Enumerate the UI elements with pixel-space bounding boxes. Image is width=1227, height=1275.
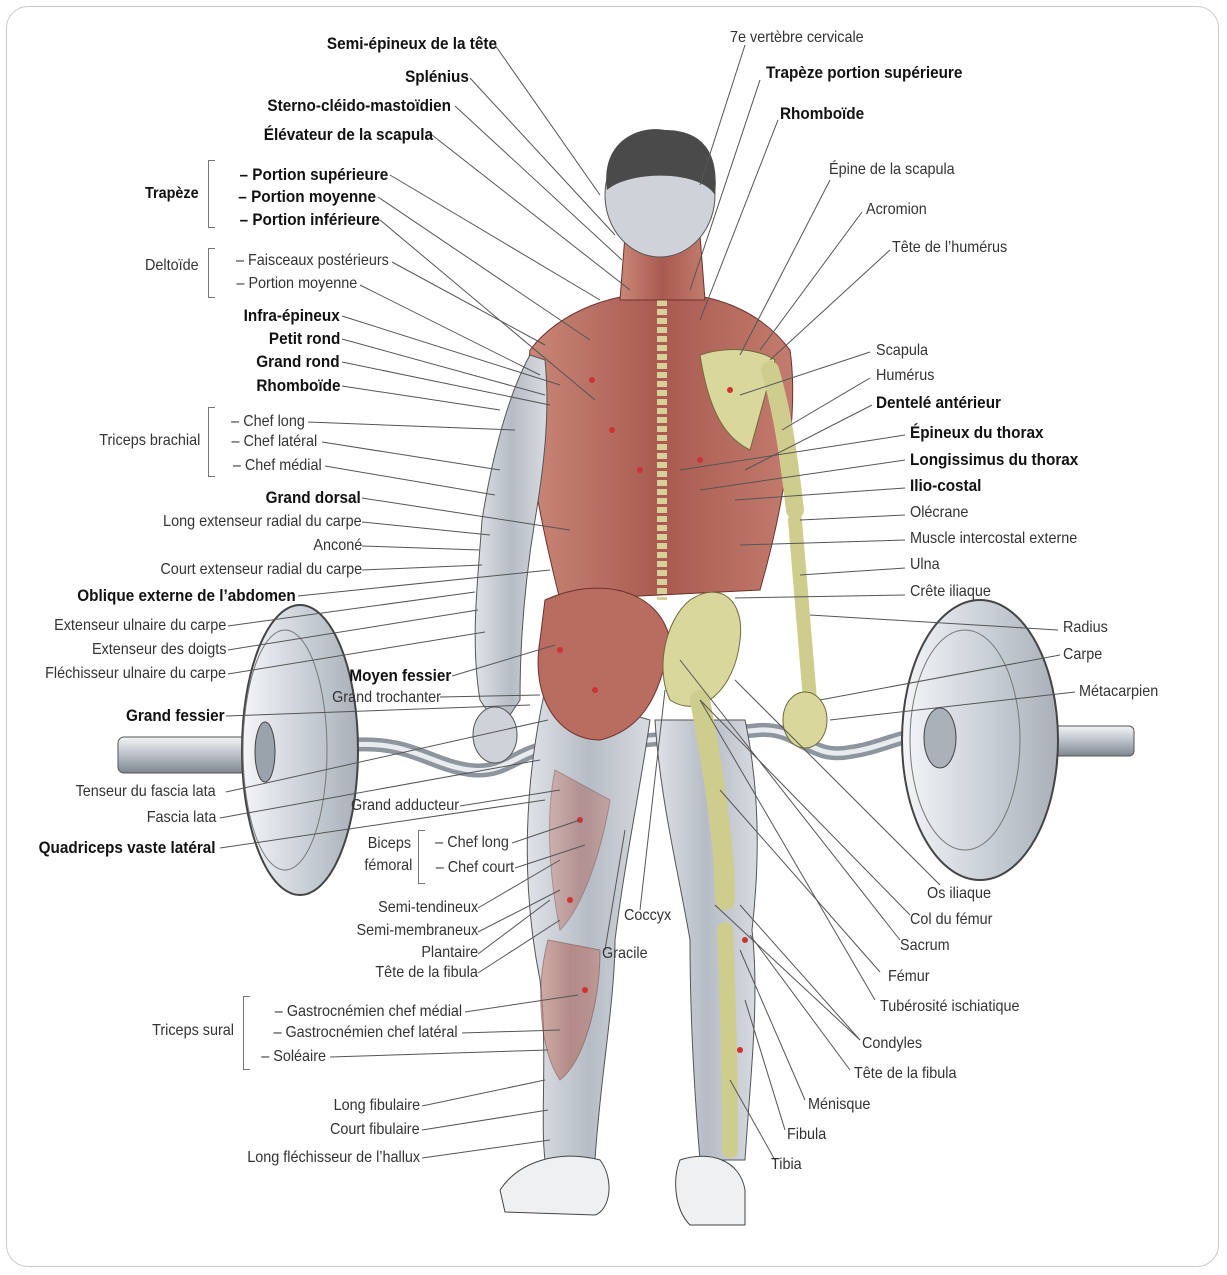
label-condyles: Condyles xyxy=(862,1034,922,1054)
label-ulna: Ulna xyxy=(910,555,940,575)
label-tibia: Tibia xyxy=(771,1155,802,1175)
label-gast-lat: – Gastrocnémien chef latéral xyxy=(274,1023,458,1043)
label-metacarpien: Métacarpien xyxy=(1079,682,1158,702)
label-gast-med: – Gastrocnémien chef médial xyxy=(275,1002,462,1022)
label-ilio: Ilio-costal xyxy=(910,476,981,496)
label-oblique: Oblique externe de l’abdomen xyxy=(77,586,296,606)
label-semi-tend: Semi-tendineux xyxy=(378,898,478,918)
right-shoe xyxy=(676,1156,745,1225)
label-os-iliaque: Os iliaque xyxy=(927,884,991,904)
group-triceps-brachial: Triceps brachial xyxy=(99,431,200,451)
forearm-bones xyxy=(795,520,810,700)
label-tri-long: – Chef long xyxy=(231,412,305,432)
label-carpe: Carpe xyxy=(1063,645,1102,665)
label-bic-court: – Chef court xyxy=(436,858,514,878)
bracket-triceps-sural xyxy=(243,996,250,1070)
label-bic-long: – Chef long xyxy=(435,833,509,853)
label-tuberosite: Tubérosité ischiatique xyxy=(880,997,1020,1017)
label-trap-inf: – Portion inférieure xyxy=(240,210,380,230)
label-ext-uln: Extenseur ulnaire du carpe xyxy=(54,616,226,636)
label-petit-rond: Petit rond xyxy=(269,329,340,349)
label-trap-port-sup: Trapèze portion supérieure xyxy=(766,63,962,83)
label-grand-fessier: Grand fessier xyxy=(126,706,225,726)
left-arm xyxy=(475,355,547,730)
label-intercostal: Muscle intercostal externe xyxy=(910,529,1077,549)
group-deltoide: Deltoïde xyxy=(145,256,199,276)
label-grand-dorsal: Grand dorsal xyxy=(266,488,361,508)
label-splenius: Splénius xyxy=(405,67,469,87)
group-biceps-femoral-1: Biceps xyxy=(368,834,411,854)
label-menisque: Ménisque xyxy=(808,1095,870,1115)
label-fibula: Fibula xyxy=(787,1125,826,1145)
label-coccyx: Coccyx xyxy=(624,906,671,926)
group-triceps-sural: Triceps sural xyxy=(152,1021,234,1041)
gluteus xyxy=(538,588,670,740)
label-court-fib: Court fibulaire xyxy=(330,1120,420,1140)
label-trap-sup: – Portion supérieure xyxy=(239,165,388,185)
label-grand-rond: Grand rond xyxy=(257,352,340,372)
label-flech-uln: Fléchisseur ulnaire du carpe xyxy=(45,664,226,684)
label-humerus: Humérus xyxy=(876,366,934,386)
label-delt-moy: – Portion moyenne xyxy=(236,274,357,294)
figure-body xyxy=(473,129,827,1225)
label-moyen-fessier: Moyen fessier xyxy=(349,666,451,686)
label-tete-fib-r: Tête de la fibula xyxy=(854,1064,956,1084)
label-tete-fib-l: Tête de la fibula xyxy=(376,963,478,983)
label-rhomboide-l: Rhomboïde xyxy=(256,376,340,396)
label-gracile: Gracile xyxy=(602,944,648,964)
label-epine-scap: Épine de la scapula xyxy=(829,160,955,180)
label-tri-lat: – Chef latéral xyxy=(231,432,317,452)
label-trap-moy: – Portion moyenne xyxy=(238,187,376,207)
label-ext-doigts: Extenseur des doigts xyxy=(92,640,226,660)
label-tete-hum: Tête de l’humérus xyxy=(892,238,1007,258)
label-col-femur: Col du fémur xyxy=(910,910,992,930)
label-crete: Crête iliaque xyxy=(910,582,991,602)
label-longissimus: Longissimus du thorax xyxy=(910,450,1078,470)
label-court-ext: Court extenseur radial du carpe xyxy=(160,560,362,580)
label-femur: Fémur xyxy=(888,967,930,987)
pelvis-bone xyxy=(663,592,741,706)
label-long-fib: Long fibulaire xyxy=(334,1096,420,1116)
bracket-trapeze xyxy=(208,160,215,228)
bracket-deltoide xyxy=(208,248,215,298)
label-tri-med: – Chef médial xyxy=(233,456,322,476)
left-shoe xyxy=(500,1156,609,1215)
label-infra: Infra-épineux xyxy=(244,306,340,326)
label-long-ext: Long extenseur radial du carpe xyxy=(163,512,362,532)
label-dentele: Dentelé antérieur xyxy=(876,393,1001,413)
label-grand-troch: Grand trochanter xyxy=(332,688,441,708)
label-scapula: Scapula xyxy=(876,341,928,361)
label-grand-add: Grand adducteur xyxy=(351,796,459,816)
group-trapeze: Trapèze xyxy=(145,184,199,204)
label-vert7: 7e vertèbre cervicale xyxy=(730,28,864,48)
label-ancone: Anconé xyxy=(313,536,362,556)
label-semi-epineux: Semi-épineux de la tête xyxy=(327,34,497,54)
label-long-flech: Long fléchisseur de l’hallux xyxy=(247,1148,420,1168)
label-sterno: Sterno-cléido-mastoïdien xyxy=(267,96,451,116)
label-olecrane: Olécrane xyxy=(910,503,968,523)
label-epineux-thorax: Épineux du thorax xyxy=(910,423,1043,443)
label-acromion: Acromion xyxy=(866,200,927,220)
label-rhomboide-r: Rhomboïde xyxy=(780,104,864,124)
label-plantaire: Plantaire xyxy=(421,943,478,963)
label-delt-post: – Faisceaux postérieurs xyxy=(236,251,389,271)
label-quadri: Quadriceps vaste latéral xyxy=(39,838,216,858)
label-radius: Radius xyxy=(1063,618,1108,638)
group-biceps-femoral-2: fémoral xyxy=(364,856,412,876)
label-tenseur: Tenseur du fascia lata xyxy=(76,782,216,802)
label-elevateur: Élévateur de la scapula xyxy=(264,125,433,145)
label-soleaire: – Soléaire xyxy=(261,1047,326,1067)
bracket-triceps-brachial xyxy=(208,407,215,477)
label-fascia: Fascia lata xyxy=(146,808,216,828)
bracket-biceps-femoral xyxy=(418,830,425,884)
label-semi-memb: Semi-membraneux xyxy=(356,921,478,941)
label-sacrum: Sacrum xyxy=(900,936,950,956)
tibia-bone xyxy=(725,930,730,1150)
